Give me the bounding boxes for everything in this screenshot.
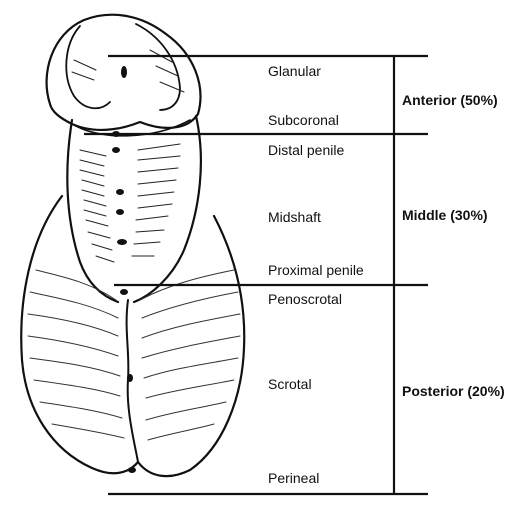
- label-subcoronal: Subcoronal: [268, 112, 339, 128]
- glans-fold-left: [66, 26, 110, 108]
- label-proximal-penile: Proximal penile: [268, 262, 364, 278]
- shaft-left-edge: [67, 120, 118, 302]
- label-midshaft: Midshaft: [268, 209, 321, 225]
- meatus-proximal-penile: [117, 239, 127, 245]
- label-penoscrotal: Penoscrotal: [268, 291, 342, 307]
- label-glanular: Glanular: [268, 63, 321, 79]
- label-perineal: Perineal: [268, 470, 319, 486]
- meatus-distal-penile: [112, 147, 120, 153]
- group-middle: Middle (30%): [402, 207, 488, 223]
- label-scrotal: Scrotal: [268, 376, 312, 392]
- meatus-perineal: [128, 467, 136, 473]
- meatus-midshaft-1: [116, 189, 124, 195]
- label-distal-penile: Distal penile: [268, 142, 344, 158]
- meatus-scrotal: [127, 374, 133, 382]
- meatus-midshaft-2: [116, 209, 124, 215]
- meatus-glanular: [121, 66, 127, 78]
- group-posterior: Posterior (20%): [402, 383, 505, 399]
- shaft-right-edge: [134, 116, 201, 302]
- group-anterior: Anterior (50%): [402, 92, 498, 108]
- meatus-penoscrotal: [120, 289, 128, 295]
